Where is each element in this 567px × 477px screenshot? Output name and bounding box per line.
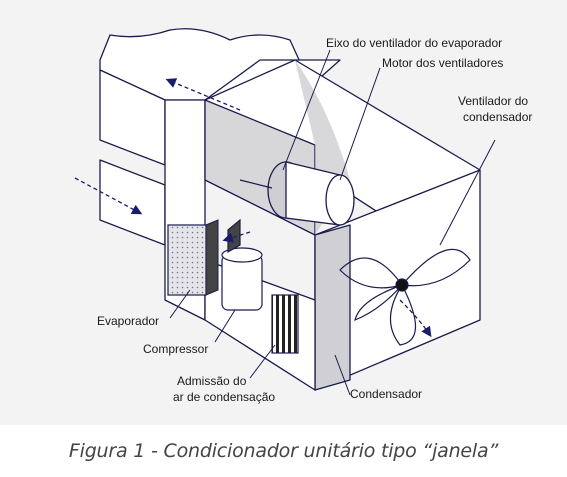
figure-panel: Eixo do ventilador do evaporador Motor d…: [0, 0, 567, 425]
airflow-arrow-out: [165, 78, 241, 111]
label-motor-ventiladores: Motor dos ventiladores: [382, 56, 503, 70]
airflow-arrow-in: [74, 177, 143, 215]
label-ventilador-l1: Ventilador do: [458, 94, 528, 108]
label-condensador: Condensador: [350, 387, 422, 401]
label-eixo-ventilador: Eixo do ventilador do evaporador: [326, 36, 502, 50]
label-compressor: Compressor: [143, 342, 208, 356]
label-admissao-l2: ar de condensação: [173, 390, 275, 404]
condensation-air-intake: [271, 294, 299, 354]
figure-caption: Figura 1 - Condicionador unitário tipo “…: [68, 440, 499, 462]
label-ventilador-l2: condensador: [463, 110, 532, 124]
evaporator-coil: [167, 224, 207, 296]
label-evaporador: Evaporador: [97, 314, 159, 328]
fan-motor: [239, 161, 355, 226]
air-conditioner-diagram: Eixo do ventilador do evaporador Motor d…: [0, 0, 567, 425]
label-admissao-l1: Admissão do: [177, 374, 247, 388]
condenser-fan: [339, 249, 471, 346]
